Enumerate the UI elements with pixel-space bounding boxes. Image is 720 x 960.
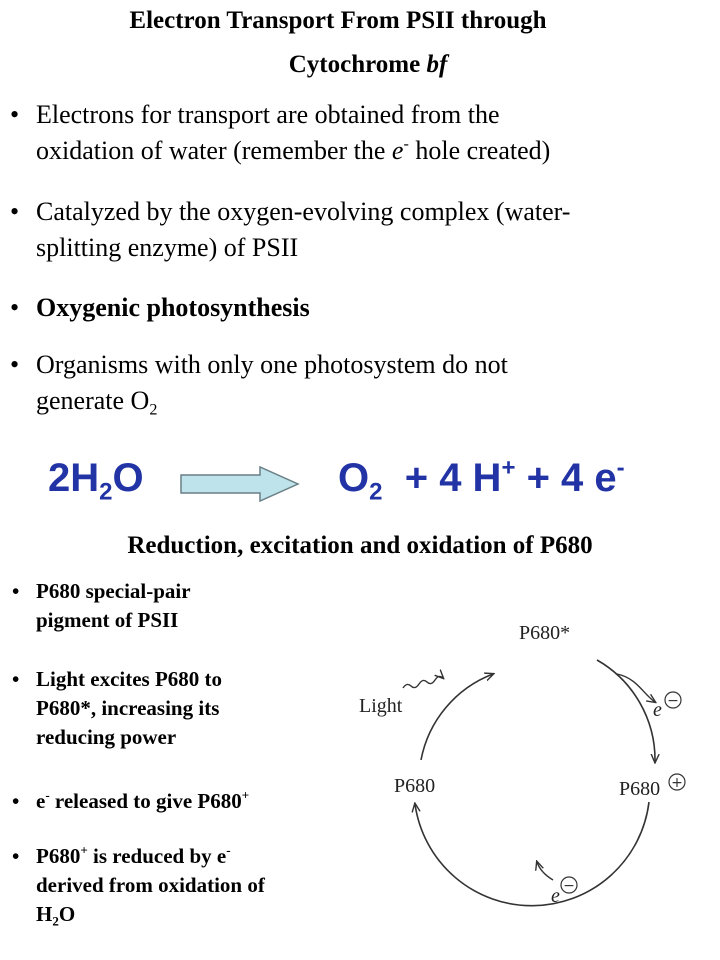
subscript: 2 [99, 478, 113, 506]
bullet-marker: • [12, 844, 20, 868]
bullet-marker: • [12, 667, 20, 691]
bullet-p680-reduced: • P680+ is reduced by e- derived from ox… [12, 842, 362, 929]
text-run: oxidation of water (remember the [36, 136, 392, 165]
bullet-text-line-2: derived from oxidation of [36, 873, 265, 897]
bullet-special-pair: • P680 special-pair pigment of PSII [12, 577, 352, 635]
cycle-arc-reduction [415, 802, 650, 907]
bullet-water-oxidation: • Electrons for transport are obtained f… [10, 97, 710, 169]
bullet-marker: • [10, 293, 20, 322]
text-run: generate O [36, 386, 150, 415]
p680-star-label: P680* [519, 622, 570, 644]
bullet-text-line-2: generate O2 [36, 383, 157, 419]
electron-out-arrow-icon [616, 673, 655, 702]
p680-oxidized-label: P680 [619, 778, 660, 800]
text-run: O [58, 902, 76, 926]
equation-lhs: 2H2O [48, 456, 144, 504]
reaction-arrow-icon [180, 466, 300, 502]
text-run: hole created) [408, 136, 551, 165]
bullet-text: Oxygenic photosynthesis [36, 293, 310, 322]
title-line-2-prefix: Cytochrome [288, 51, 427, 78]
title-line-1: Electron Transport From PSII through [129, 7, 547, 34]
cycle-arc-excitation [420, 674, 493, 761]
text-run: P680 [36, 844, 81, 868]
bullet-oxygenic: • Oxygenic photosynthesis [10, 290, 710, 326]
superscript: - [45, 787, 50, 803]
bullet-marker: • [12, 579, 20, 603]
bullet-text-line-3: reducing power [36, 725, 177, 749]
bullet-one-photosystem: • Organisms with only one photosystem do… [10, 347, 710, 419]
electron-out-label: e [653, 699, 662, 721]
bullet-text-line-2: pigment of PSII [36, 608, 179, 632]
slide-title: Electron Transport From PSII through [0, 8, 676, 33]
bullet-text: P680 special-pair [36, 579, 191, 603]
section-subtitle: Reduction, excitation and oxidation of P… [127, 532, 593, 559]
light-label: Light [359, 695, 403, 717]
bullet-text-line-2: P680*, increasing its [36, 696, 220, 720]
plus-circle-icon [668, 773, 686, 791]
minus-circle-icon [560, 876, 578, 894]
bullet-marker: • [10, 100, 20, 129]
text-run: 2H [48, 456, 100, 500]
p680-left-label: P680 [394, 775, 435, 797]
bullet-text: P680+ is reduced by e- [36, 842, 231, 871]
superscript: + [80, 842, 88, 858]
bullet-text: Electrons for transport are obtained fro… [36, 100, 500, 129]
text-run: H [36, 902, 53, 926]
subscript: 2 [52, 913, 59, 929]
plus-sign: + [671, 775, 683, 791]
text-run: released to give P680 [49, 789, 242, 813]
bullet-marker: • [10, 197, 20, 226]
electron-in-arrow-icon [537, 862, 554, 881]
text-run: is reduced by e [87, 844, 227, 868]
text-run: + 4 e [526, 456, 617, 500]
bullet-catalyzed: • Catalyzed by the oxygen-evolving compl… [10, 194, 710, 266]
bullet-text-line-3: H2O [36, 900, 75, 929]
text-run: e [36, 789, 46, 813]
bullet-text: Organisms with only one photosystem do n… [36, 350, 508, 379]
light-wave-icon [402, 676, 443, 689]
cycle-arc-oxidation [596, 659, 655, 762]
electron-in-label: e [551, 885, 560, 907]
bullet-text: e- released to give P680+ [36, 787, 249, 816]
bullet-text: Catalyzed by the oxygen-evolving complex… [36, 197, 571, 226]
superscript: - [226, 842, 231, 858]
text-run: O [112, 456, 144, 500]
text-run: O [338, 456, 370, 500]
equation-rhs: O2 + 4 H+ + 4 e- [338, 456, 625, 504]
slide-title-line-2: Cytochrome bf [0, 52, 720, 77]
bullet-text: Light excites P680 to [36, 667, 223, 691]
title-line-2-italic: bf [426, 51, 448, 78]
subscript: 2 [369, 478, 383, 506]
subscript: 2 [149, 401, 158, 419]
bullet-text-line-2: splitting enzyme) of PSII [36, 233, 299, 262]
text-run: + 4 H [404, 456, 502, 500]
bullet-marker: • [12, 789, 20, 813]
superscript: - [616, 454, 625, 482]
minus-circle-icon [664, 691, 682, 709]
bullet-electron-released: • e- released to give P680+ [12, 787, 352, 816]
superscript: + [241, 787, 250, 803]
minus-sign: − [563, 878, 575, 894]
bullet-light-excites: • Light excites P680 to P680*, increasin… [12, 665, 352, 752]
bullet-text-line-2: oxidation of water (remember the e- hole… [36, 133, 550, 169]
p680-cycle-diagram: P680* Light P680 P680 e − + e − [359, 622, 686, 907]
bullet-marker: • [10, 350, 20, 379]
superscript: + [501, 454, 516, 482]
electron-symbol: e [391, 136, 404, 165]
superscript: - [403, 135, 409, 153]
minus-sign: − [667, 693, 679, 709]
